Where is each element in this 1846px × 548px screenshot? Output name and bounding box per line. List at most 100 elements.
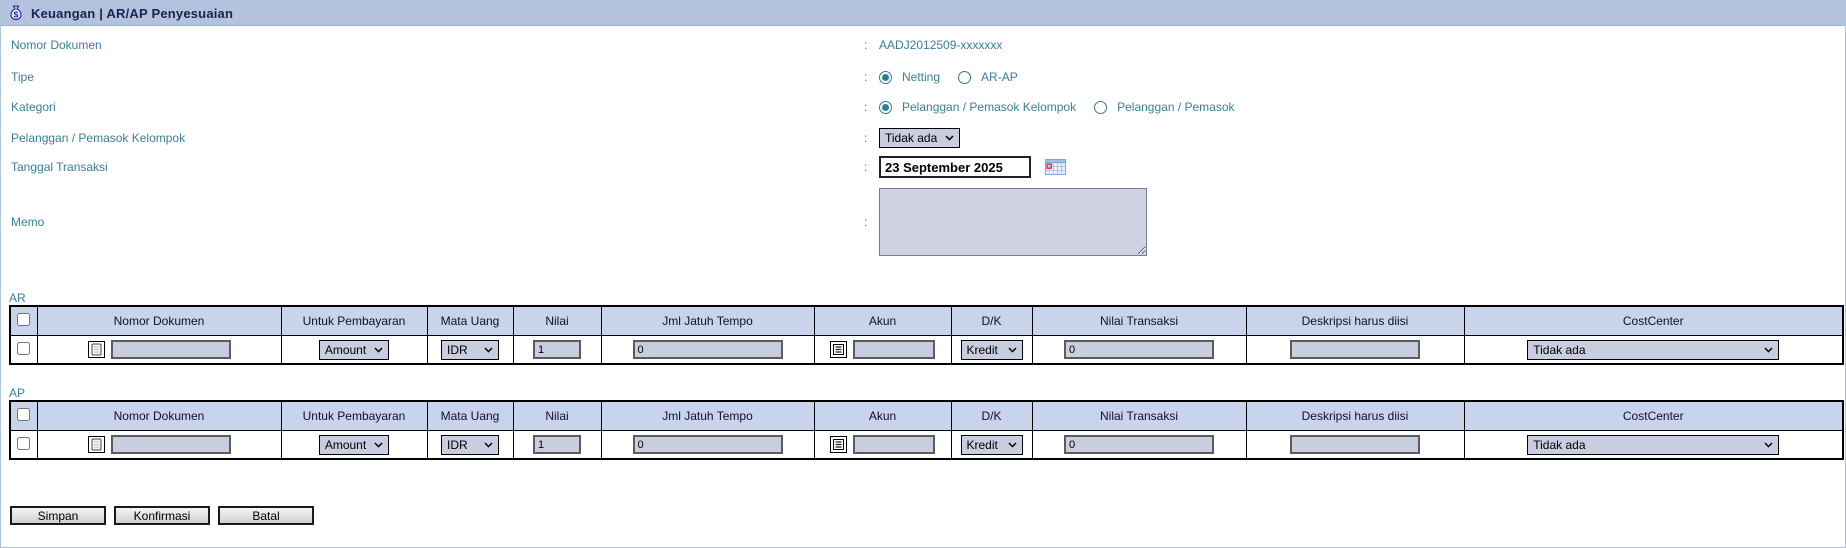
chevron-down-icon (1764, 346, 1773, 353)
column-header: Akun (813, 305, 952, 336)
ap-data-row: Amount IDR Kredit Tidak ada (9, 430, 1844, 460)
title-bar: $ Keuangan | AR/AP Penyesuaian (1, 1, 1845, 26)
colon: : (864, 100, 868, 114)
ar-mata-uang-select[interactable]: IDR (441, 339, 499, 360)
svg-text:$: $ (14, 9, 19, 19)
select-value: Amount (324, 437, 367, 452)
kelompok-label: Pelanggan / Pemasok Kelompok (11, 131, 186, 145)
tipe-arap-label: AR-AP (981, 70, 1018, 84)
money-bag-icon: $ (8, 5, 24, 21)
ar-nilai-transaksi-input[interactable] (1064, 340, 1214, 359)
ap-dk-select[interactable]: Kredit (960, 434, 1023, 455)
ap-costcenter-select[interactable]: Tidak ada (1527, 434, 1780, 455)
colon: : (864, 38, 868, 52)
nomor-dokumen-value: AADJ2012509-xxxxxxx (879, 38, 1003, 52)
ap-row-checkbox[interactable] (17, 436, 31, 450)
ar-dk-select[interactable]: Kredit (960, 339, 1023, 360)
memo-textarea[interactable] (879, 188, 1147, 256)
column-header: Jml Jatuh Tempo (600, 305, 815, 336)
select-value: IDR (447, 342, 468, 357)
ap-jml-jatuh-tempo-input[interactable] (632, 435, 783, 454)
kategori-kelompok-label: Pelanggan / Pemasok Kelompok (902, 100, 1077, 114)
tipe-netting-label: Netting (902, 70, 941, 84)
kategori-pelanggan-radio[interactable] (1094, 100, 1108, 114)
column-header: CostCenter (1463, 305, 1844, 336)
ar-table: Nomor Dokumen Untuk Pembayaran Mata Uang… (9, 305, 1844, 365)
ap-mata-uang-select[interactable]: IDR (441, 434, 499, 455)
column-header: Deskripsi harus diisi (1245, 305, 1465, 336)
chevron-down-icon (1007, 441, 1017, 448)
kelompok-select-value: Tidak ada (885, 131, 938, 145)
column-header: Nilai (512, 400, 602, 431)
chevron-down-icon (484, 441, 493, 448)
form-row-kategori: Kategori : Pelanggan / Pemasok Kelompok … (11, 99, 1835, 115)
form-row-tanggal: Tanggal Transaksi : (11, 155, 1835, 179)
colon: : (864, 131, 868, 145)
colon: : (864, 70, 868, 84)
calendar-icon[interactable] (1045, 159, 1066, 175)
select-value: Tidak ada (1533, 342, 1586, 357)
ap-deskripsi-input[interactable] (1290, 435, 1420, 454)
ar-akun-input[interactable] (853, 340, 935, 359)
ar-row-checkbox[interactable] (17, 341, 31, 355)
simpan-button[interactable]: Simpan (10, 506, 106, 525)
column-header: Mata Uang (426, 400, 514, 431)
action-buttons: Simpan Konfirmasi Batal (10, 506, 314, 525)
colon: : (864, 160, 868, 174)
form-row-nomor-dokumen: Nomor Dokumen : AADJ2012509-xxxxxxx (11, 37, 1835, 53)
chevron-down-icon (374, 346, 383, 353)
ar-select-all-checkbox[interactable] (17, 313, 31, 326)
ap-table: Nomor Dokumen Untuk Pembayaran Mata Uang… (9, 400, 1844, 460)
tipe-netting-radio[interactable] (879, 70, 892, 84)
document-lookup-icon[interactable] (87, 436, 105, 453)
select-value: Tidak ada (1533, 437, 1586, 452)
ar-untuk-pembayaran-select[interactable]: Amount (318, 339, 390, 360)
batal-button[interactable]: Batal (218, 506, 314, 525)
ap-untuk-pembayaran-select[interactable]: Amount (318, 434, 390, 455)
column-header: Nomor Dokumen (36, 400, 282, 431)
account-list-icon[interactable] (830, 436, 847, 453)
ap-akun-input[interactable] (853, 435, 935, 454)
column-header: D/K (950, 400, 1033, 431)
select-value: IDR (447, 437, 468, 452)
column-header: Nilai Transaksi (1031, 400, 1247, 431)
column-header: Deskripsi harus diisi (1245, 400, 1465, 431)
memo-label: Memo (11, 215, 45, 229)
ar-deskripsi-input[interactable] (1290, 340, 1420, 359)
konfirmasi-button[interactable]: Konfirmasi (114, 506, 210, 525)
chevron-down-icon (1007, 346, 1017, 353)
ar-jml-jatuh-tempo-input[interactable] (632, 340, 783, 359)
ap-nilai-input[interactable] (533, 435, 581, 454)
ar-section-label: AR (9, 291, 26, 305)
ar-nilai-input[interactable] (533, 340, 581, 359)
kategori-label: Kategori (11, 100, 56, 114)
select-value: Kredit (966, 437, 998, 452)
chevron-down-icon (484, 346, 493, 353)
column-header: Untuk Pembayaran (280, 305, 428, 336)
kelompok-select[interactable]: Tidak ada (879, 128, 961, 148)
ap-select-all-checkbox[interactable] (17, 408, 31, 421)
select-value: Kredit (966, 342, 998, 357)
form-row-kelompok: Pelanggan / Pemasok Kelompok : Tidak ada (11, 127, 1835, 149)
kategori-pelanggan-label: Pelanggan / Pemasok (1117, 100, 1235, 114)
ar-costcenter-select[interactable]: Tidak ada (1527, 339, 1780, 360)
column-header: Nilai (512, 305, 602, 336)
form-row-memo: Memo : (11, 186, 1835, 258)
column-header: Jml Jatuh Tempo (600, 400, 815, 431)
ap-nilai-transaksi-input[interactable] (1064, 435, 1214, 454)
tanggal-label: Tanggal Transaksi (11, 160, 108, 174)
account-list-icon[interactable] (830, 341, 847, 358)
kategori-kelompok-radio[interactable] (879, 100, 892, 114)
ap-header-row: Nomor Dokumen Untuk Pembayaran Mata Uang… (9, 400, 1844, 431)
document-lookup-icon[interactable] (87, 341, 105, 358)
tipe-arap-radio[interactable] (958, 70, 972, 84)
column-header: Mata Uang (426, 305, 514, 336)
chevron-down-icon (945, 135, 954, 141)
ar-nomor-dokumen-input[interactable] (110, 340, 231, 359)
column-header: Nilai Transaksi (1031, 305, 1247, 336)
tanggal-input[interactable] (879, 156, 1031, 178)
chevron-down-icon (374, 441, 383, 448)
ap-nomor-dokumen-input[interactable] (110, 435, 231, 454)
column-header: Untuk Pembayaran (280, 400, 428, 431)
